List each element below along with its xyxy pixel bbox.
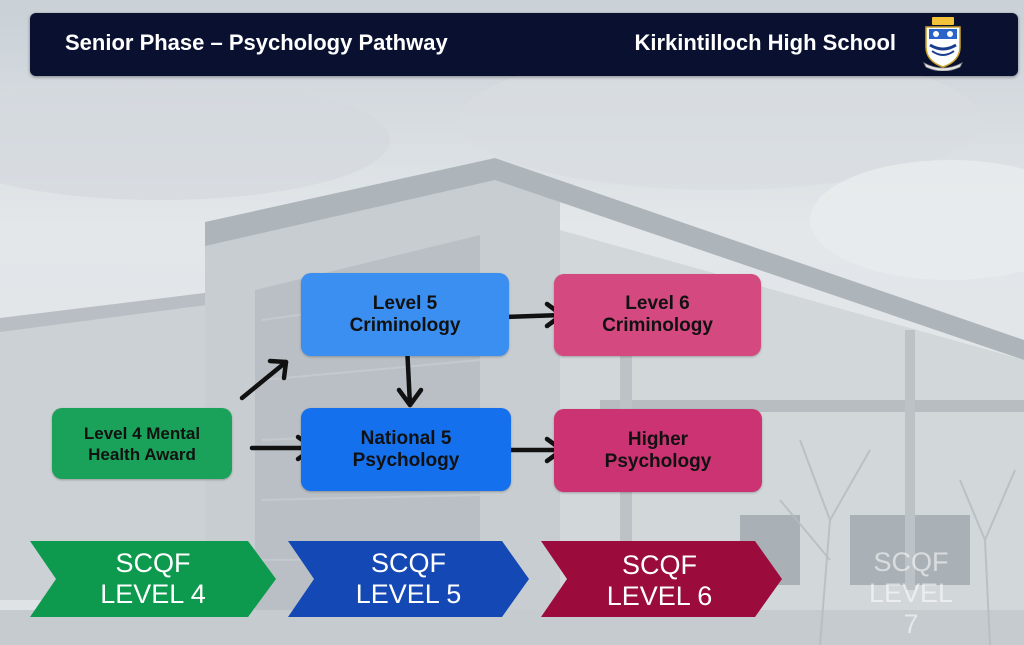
scqf-level5-chevron: SCQF LEVEL 5	[288, 541, 529, 617]
header-bar: Senior Phase – Psychology Pathway Kirkin…	[30, 13, 1018, 76]
scqf-level5-label: SCQF LEVEL 5	[355, 548, 462, 609]
chevron-shape	[541, 541, 782, 617]
box-higher-psychology: Higher Psychology	[554, 409, 762, 492]
box-label: Level 6 Criminology	[602, 293, 713, 336]
box-label: Level 4 Mental Health Award	[83, 423, 201, 464]
box-label: National 5 Psychology	[352, 427, 460, 471]
box-label: Higher Psychology	[604, 428, 712, 472]
box-label: Level 5 Criminology	[349, 292, 461, 336]
box-level5-criminology: Level 5 Criminology	[301, 273, 509, 356]
box-level6-criminology: Level 6 Criminology	[554, 274, 761, 356]
scqf-level7-faded: SCQF LEVEL 7	[866, 547, 956, 639]
box-national5-psychology: National 5 Psychology	[301, 408, 511, 491]
school-name: Kirkintilloch High School	[634, 30, 896, 55]
school-crest-icon	[923, 17, 963, 71]
page-title: Senior Phase – Psychology Pathway	[65, 30, 448, 55]
scqf-level6-chevron: SCQF LEVEL 6	[541, 541, 782, 617]
chevron-shape	[288, 541, 529, 617]
scqf-level6-label: SCQF LEVEL 6	[606, 550, 713, 611]
scqf-level4-label: SCQF LEVEL 4	[100, 548, 206, 609]
scqf-level4-chevron: SCQF LEVEL 4	[30, 541, 276, 617]
chevron-shape	[30, 541, 276, 617]
scqf-level7-label: SCQF LEVEL 7	[868, 547, 954, 639]
box-level4-mental-health-award: Level 4 Mental Health Award	[52, 408, 232, 479]
